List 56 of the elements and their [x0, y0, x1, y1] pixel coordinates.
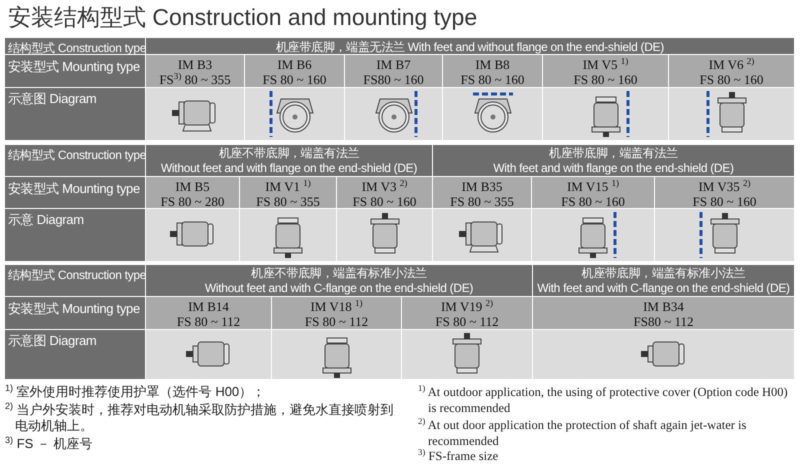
construction-text: Without feet and with C-flange on the end-shield (DE) — [204, 281, 474, 296]
frame-size: FS 80 ~ 112 — [304, 314, 370, 329]
frame-size: FS 80 ~ 160 — [698, 72, 764, 87]
construction-text: 机座带底脚，端盖有法兰 — [548, 146, 679, 161]
mounting-designation: IM V18 $^{1)}$ — [309, 299, 364, 314]
frame-size: FS 80 ~ 160 — [560, 194, 626, 209]
frame-size: FS 80 ~ 355 — [255, 194, 321, 209]
header-cell: 安装型式 Mounting type — [5, 177, 145, 208]
construction-text: With feet and with C-flange on the end-shield (DE) — [536, 281, 791, 296]
mounting-designation: IM B14 — [187, 299, 230, 314]
frame-size: FS$^{3)}$ 80 ~ 355 — [158, 72, 232, 87]
mounting-designation: IM B35 — [460, 179, 504, 194]
frame-size: FS80 ~ 112 — [632, 314, 694, 329]
title: 安装结构型式 Construction and mounting type — [8, 3, 478, 32]
mounting-designation: IM B34 — [642, 299, 685, 314]
mounting-designation: IM V35 $^{2)}$ — [697, 179, 752, 194]
footnote: $^{3)}$ FS-frame size — [418, 448, 500, 464]
frame-size: FS 80 ~ 112 — [434, 314, 500, 329]
mounting-designation: IM V19 $^{2)}$ — [440, 299, 494, 314]
header-cell: 示意图 Diagram — [5, 88, 145, 140]
header-cell: 安装型式 Mounting type — [5, 55, 145, 87]
footnote: $^{3)}$ FS － 机座号 — [5, 436, 94, 452]
mounting-designation: IM V15 $^{1)}$ — [566, 179, 620, 194]
mounting-designation: IM B6 — [276, 57, 313, 72]
mounting-designation: IM B8 — [474, 57, 511, 72]
footnote: $^{1)}$ At outdoor application, the using of protective cover (Option code H00) is recommended — [418, 384, 789, 416]
header-cell: 示意图 Diagram — [5, 330, 145, 379]
frame-size: FS 80 ~ 160 — [352, 194, 418, 209]
header-cell: 结构型式 Construction type — [5, 265, 145, 296]
frame-size: FS 80 ~ 112 — [176, 314, 242, 329]
mounting-designation: IM V6 $^{2)}$ — [708, 57, 756, 72]
footnote: $^{2)}$ 当户外安装时，推荐对电动机轴采取防护措施，避免水直接喷射到电动机轴上。 — [5, 402, 395, 434]
footnote: $^{1)}$ 室外使用时推荐使用护罩（选件号 H00）； — [5, 384, 266, 400]
construction-text: With feet and with flange on the end-shield (DE) — [492, 161, 735, 176]
frame-size: FS 80 ~ 280 — [160, 194, 226, 209]
header-cell: 示意 Diagram — [5, 209, 145, 261]
header-cell: 安装型式 Mounting type — [5, 297, 145, 329]
frame-size: FS 80 ~ 160 — [572, 72, 638, 87]
mounting-designation: IM B3 — [176, 57, 214, 72]
construction-text: 机座不带底脚，端盖有法兰 — [218, 146, 360, 161]
header-cell: 机座带底脚，端盖无法兰 With feet and without flange on the end-shield (DE) — [146, 38, 794, 54]
construction-text: Without feet and with flange on the end-shield (DE) — [160, 161, 418, 176]
mounting-designation: IM B5 — [174, 179, 211, 194]
footnote: $^{2)}$ At out door application the protection of shaft again jet-water is recommended — [418, 417, 748, 449]
mounting-designation: IM V1 $^{1)}$ — [264, 179, 312, 194]
mounting-designation: IM B7 — [375, 57, 412, 72]
mounting-designation: IM V5 $^{1)}$ — [582, 57, 630, 72]
mounting-designation: IM V3 $^{2)}$ — [360, 179, 408, 194]
frame-size: FS 80 ~ 160 — [692, 194, 758, 209]
header-cell: 结构型式 Construction type — [5, 145, 145, 176]
frame-size: FS 80 ~ 160 — [262, 72, 328, 87]
construction-text: 机座带底脚，端盖有标准小法兰 — [580, 266, 746, 281]
frame-size: FS 80 ~ 160 — [460, 72, 526, 87]
frame-size: FS80 ~ 160 — [362, 72, 425, 87]
frame-size: FS 80 ~ 355 — [449, 194, 515, 209]
construction-text: 机座不带底脚，端盖有标准小法兰 — [250, 266, 428, 281]
